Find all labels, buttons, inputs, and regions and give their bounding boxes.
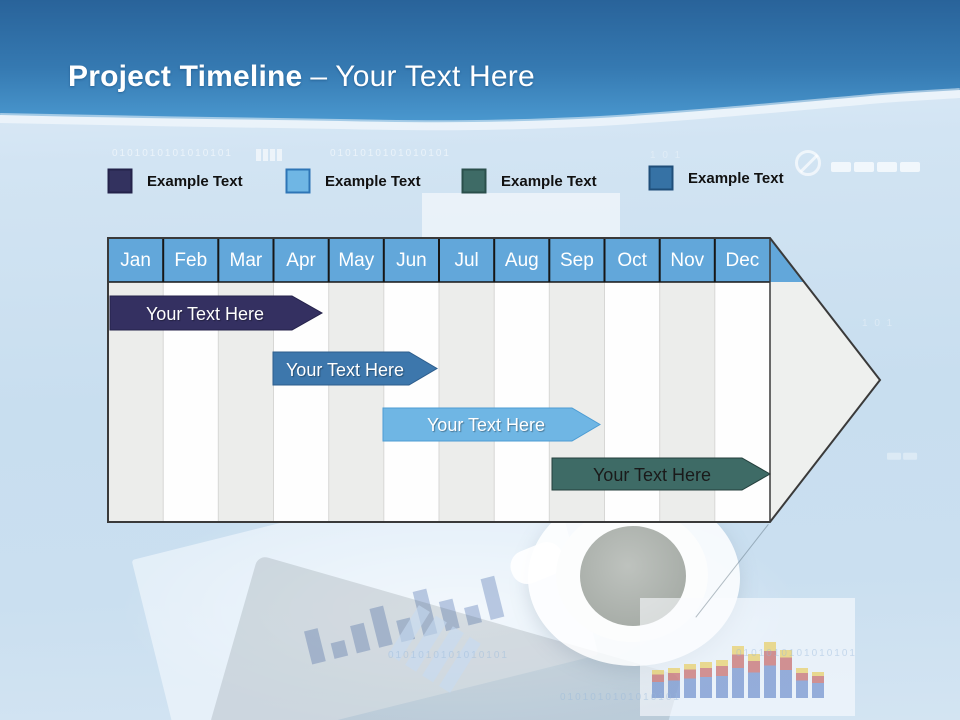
month-cell[interactable]: Dec (726, 250, 760, 271)
header-gridlines (162, 238, 716, 282)
title-bold-text: Project Timeline (68, 60, 303, 93)
month-cell[interactable]: Sep (560, 250, 594, 271)
gantt-bar-3[interactable]: Your Text Here (382, 407, 601, 442)
month-cell[interactable]: Jun (396, 250, 427, 271)
arrow-head (770, 238, 880, 522)
legend-swatch-icon (461, 168, 487, 194)
month-cell[interactable]: Feb (174, 250, 207, 271)
month-cell[interactable]: Mar (230, 250, 263, 271)
month-cell[interactable]: Jul (454, 250, 478, 271)
month-cell[interactable]: May (338, 250, 374, 271)
title-regular-text: – Your Text Here (310, 60, 535, 93)
month-cell[interactable]: Jan (120, 250, 151, 271)
gantt-bar-4[interactable]: Your Text Here (551, 457, 772, 491)
legend-item-3[interactable]: Example Text (461, 168, 597, 194)
gantt-bar-label[interactable]: Your Text Here (593, 465, 711, 485)
legend-swatch-icon (107, 168, 133, 194)
gantt-bar-label[interactable]: Your Text Here (286, 360, 404, 380)
month-cell[interactable]: Aug (505, 250, 539, 271)
legend-item-1[interactable]: Example Text (107, 168, 243, 194)
page-title[interactable]: Project Timeline– Your Text Here (68, 60, 535, 94)
legend-label: Example Text (147, 172, 243, 190)
month-row: Jan Feb Mar Apr May Jun Jul Aug Sep Oct … (120, 250, 759, 271)
header-wave (0, 0, 960, 131)
timeline-arrow-outline (107, 237, 882, 523)
month-cell[interactable]: Oct (617, 250, 647, 271)
legend-label: Example Text (688, 169, 784, 187)
legend-item-2[interactable]: Example Text (285, 168, 421, 194)
legend-label: Example Text (501, 172, 597, 190)
legend-swatch-icon (648, 165, 674, 191)
legend-label: Example Text (325, 172, 421, 190)
legend-swatch-icon (285, 168, 311, 194)
gantt-bar-1[interactable]: Your Text Here (109, 295, 324, 331)
month-cell[interactable]: Nov (670, 250, 704, 271)
gantt-bar-2[interactable]: Your Text Here (272, 351, 438, 386)
legend-item-4[interactable]: Example Text (648, 165, 784, 191)
month-cell[interactable]: Apr (286, 250, 316, 271)
gantt-bar-label[interactable]: Your Text Here (427, 415, 545, 435)
gantt-bar-label[interactable]: Your Text Here (146, 304, 264, 324)
